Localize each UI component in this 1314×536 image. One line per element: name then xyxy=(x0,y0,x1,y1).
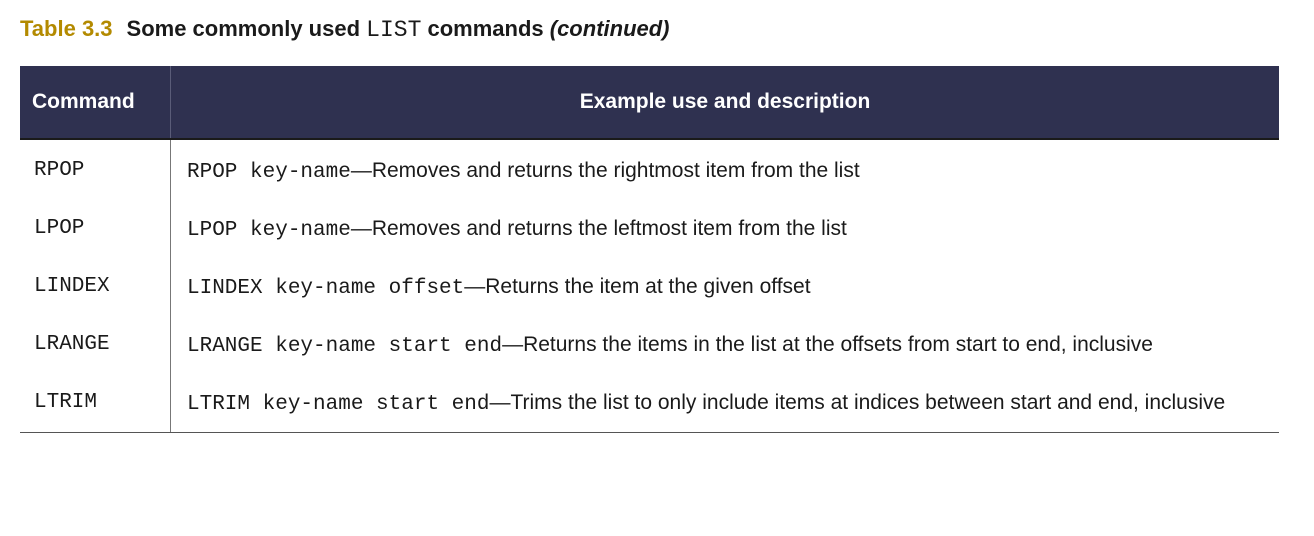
row-usage: LPOP key-name xyxy=(187,219,351,242)
row-usage: LTRIM key-name start end xyxy=(187,393,490,416)
header-row: Command Example use and description xyxy=(20,66,1279,140)
row-description: —Returns the items in the list at the of… xyxy=(502,333,1153,356)
row-description-cell: LTRIM key-name start end—Trims the list … xyxy=(170,372,1279,433)
caption-prefix: Some commonly used xyxy=(126,16,367,41)
caption-suffix: commands xyxy=(421,16,550,41)
table-row: LRANGE LRANGE key-name start end—Returns… xyxy=(20,314,1279,372)
row-command: LTRIM xyxy=(20,372,171,433)
row-description: —Trims the list to only include items at… xyxy=(489,391,1226,414)
header-description: Example use and description xyxy=(170,66,1279,140)
row-description-cell: LRANGE key-name start end—Returns the it… xyxy=(171,314,1280,372)
row-usage: LINDEX key-name offset xyxy=(187,277,465,300)
row-description: —Removes and returns the leftmost item f… xyxy=(350,217,847,240)
header-command: Command xyxy=(20,66,171,140)
row-usage: RPOP key-name xyxy=(187,161,351,184)
row-description: —Removes and returns the rightmost item … xyxy=(350,159,860,182)
row-usage: LRANGE key-name start end xyxy=(187,335,503,358)
table-row: LINDEX LINDEX key-name offset—Returns th… xyxy=(20,256,1279,314)
row-command: LRANGE xyxy=(20,314,171,372)
list-commands-table: Command Example use and description RPOP… xyxy=(20,66,1279,433)
row-description: —Returns the item at the given offset xyxy=(464,275,811,298)
row-command: LPOP xyxy=(20,198,171,256)
row-description-cell: LINDEX key-name offset—Returns the item … xyxy=(171,256,1280,314)
caption-continued: (continued) xyxy=(549,16,670,41)
table-number: Table 3.3 xyxy=(20,16,113,41)
table-body: RPOP RPOP key-name—Removes and returns t… xyxy=(20,139,1279,433)
row-command: RPOP xyxy=(20,139,171,198)
table-caption: Table 3.3 Some commonly used LIST command… xyxy=(20,16,670,43)
row-command: LINDEX xyxy=(20,256,171,314)
row-description-cell: LPOP key-name—Removes and returns the le… xyxy=(171,198,1280,256)
table-row: RPOP RPOP key-name—Removes and returns t… xyxy=(20,139,1279,198)
table-row: LPOP LPOP key-name—Removes and returns t… xyxy=(20,198,1279,256)
caption-code: LIST xyxy=(366,17,422,43)
table-header: Command Example use and description xyxy=(20,66,1279,140)
table-row: LTRIM LTRIM key-name start end—Trims the… xyxy=(20,372,1279,433)
row-description-cell: RPOP key-name—Removes and returns the ri… xyxy=(171,139,1280,198)
